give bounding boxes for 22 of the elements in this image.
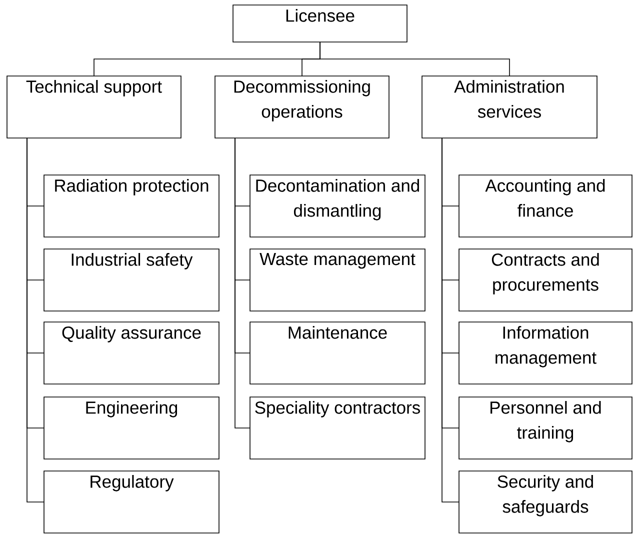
unit-box: Waste management	[250, 248, 426, 312]
unit-box: Quality assurance	[44, 322, 220, 384]
unit-box: Decontamination and dismantling	[250, 174, 426, 238]
unit-box: Security and safeguards	[458, 470, 632, 534]
unit-box: Speciality contractors	[250, 396, 426, 460]
unit-box: Personnel and training	[458, 396, 632, 460]
unit-box: Information management	[458, 322, 632, 384]
department-box: Technical support	[6, 76, 182, 138]
top-box: Licensee	[232, 4, 408, 42]
unit-box: Regulatory	[44, 470, 220, 534]
connector-line	[234, 138, 250, 428]
department-box: Administration services	[422, 76, 598, 138]
connector-line	[442, 138, 460, 502]
unit-box: Maintenance	[250, 322, 426, 384]
unit-box: Contracts and procurements	[458, 248, 632, 312]
unit-box: Radiation protection	[44, 174, 220, 238]
unit-box: Industrial safety	[44, 248, 220, 312]
connector-line	[26, 138, 44, 502]
connector-line	[320, 42, 510, 76]
unit-box: Accounting and finance	[458, 174, 632, 238]
unit-box: Engineering	[44, 396, 220, 460]
department-box: Decommissioning operations	[214, 76, 390, 138]
